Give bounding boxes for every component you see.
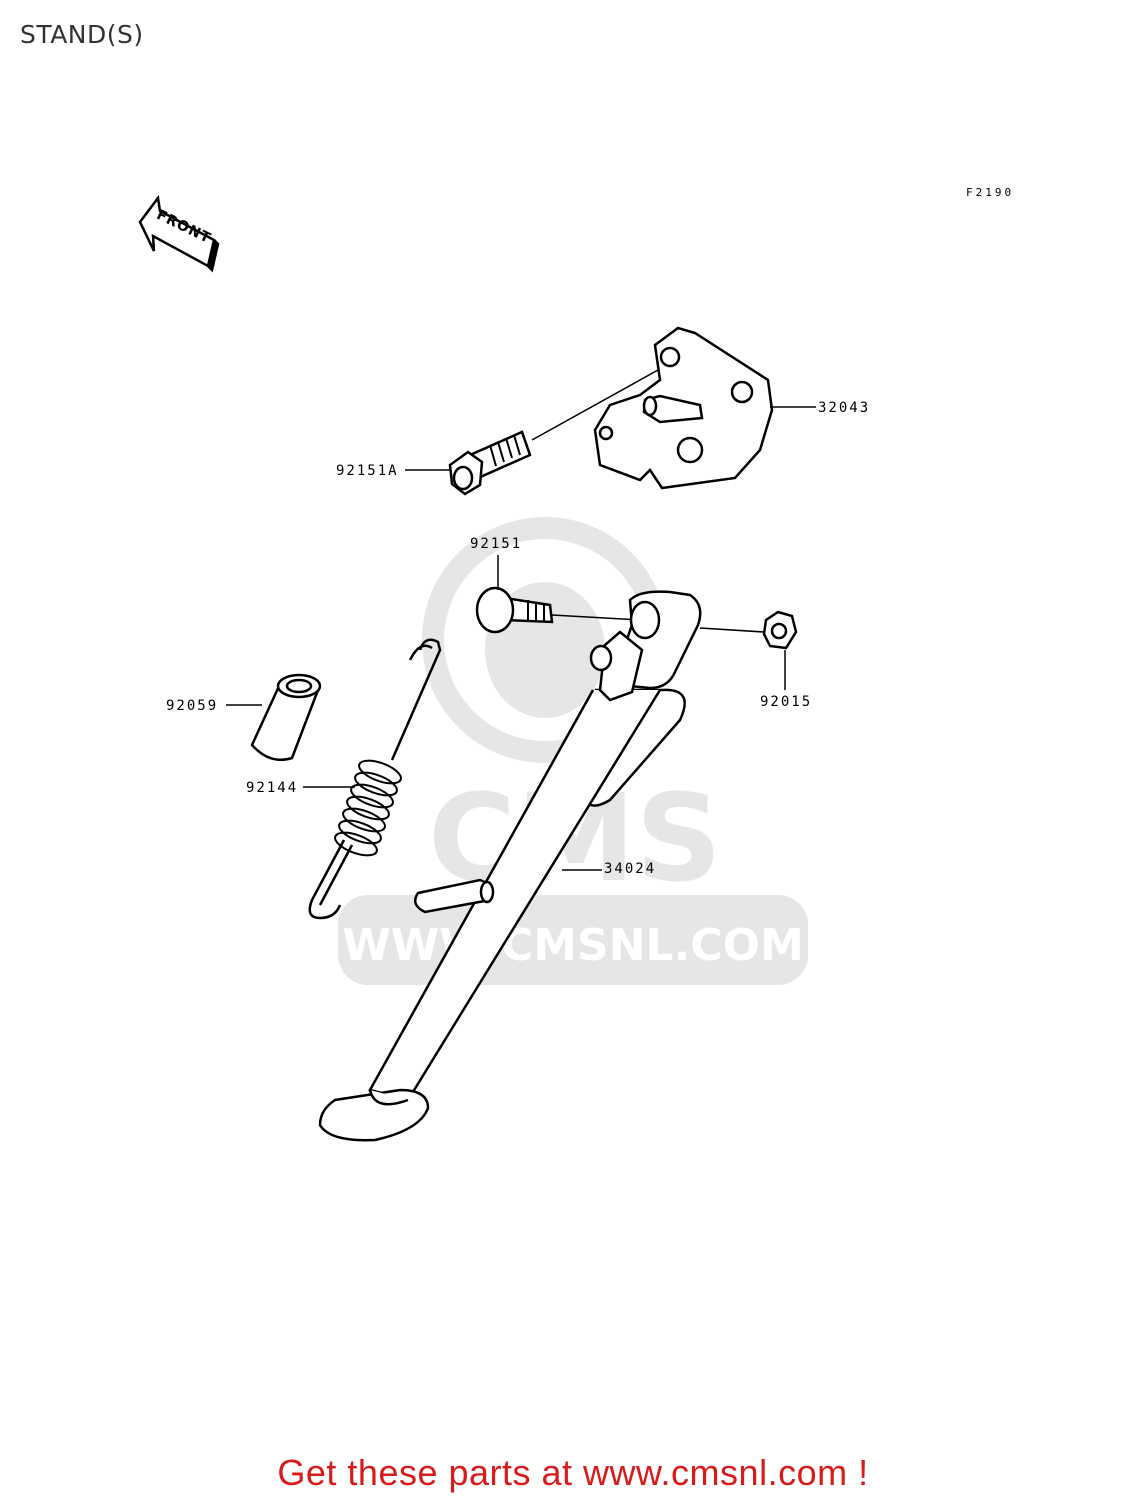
part-label-92059: 92059 [166,698,218,714]
nut-92015 [762,610,798,650]
bracket-32043 [593,326,774,490]
footer-shop-link[interactable]: Get these parts at www.cmsnl.com ! [277,1452,869,1493]
part-label-32043: 32043 [818,400,870,416]
bolt-92151a [448,430,532,496]
bolt-92151 [475,586,554,634]
side-stand-34024 [318,590,702,1142]
diagram-code: F2190 [966,186,1015,199]
collar-92059 [250,673,322,762]
spring-92144 [308,638,442,920]
part-label-92144: 92144 [246,780,298,796]
front-arrow-icon: FRONT [138,194,220,273]
part-label-92151: 92151 [470,536,522,552]
watermark-url: WWW.CMSNL.COM [342,920,804,971]
part-label-92015: 92015 [760,694,812,710]
part-label-92151a: 92151A [336,463,399,479]
part-label-34024: 34024 [604,861,656,877]
page-title: STAND(S) [20,20,144,49]
